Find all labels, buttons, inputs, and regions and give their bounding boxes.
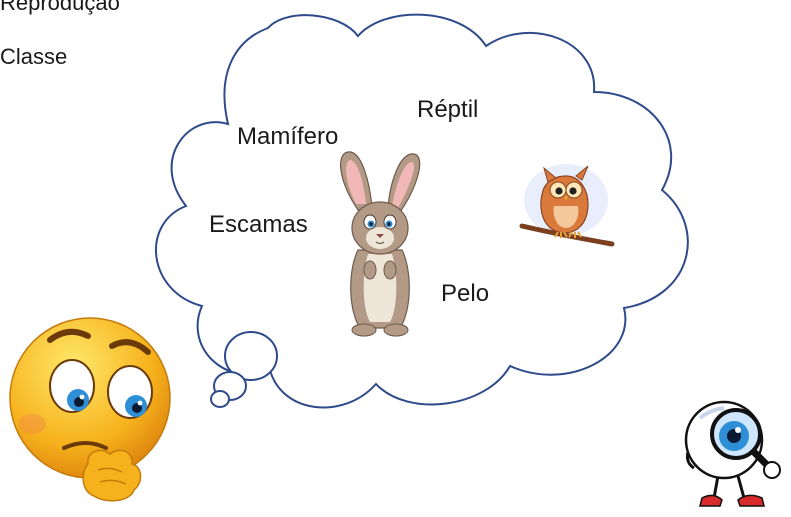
cloud-word-pelo: Pelo [441, 280, 490, 307]
owl-icon [519, 164, 615, 247]
cloud-word-reptil: Réptil [417, 96, 479, 123]
left-item-classe: Classe [0, 44, 68, 69]
cloud-word-escamas: Escamas [209, 211, 308, 238]
left-item-reproducao: Reprodução [0, 0, 120, 15]
eye-magnifier-icon [684, 400, 781, 507]
thinking-emoji-icon [9, 317, 171, 502]
rabbit-icon [340, 151, 421, 337]
cloud-word-mamifero: Mamífero [237, 123, 339, 150]
